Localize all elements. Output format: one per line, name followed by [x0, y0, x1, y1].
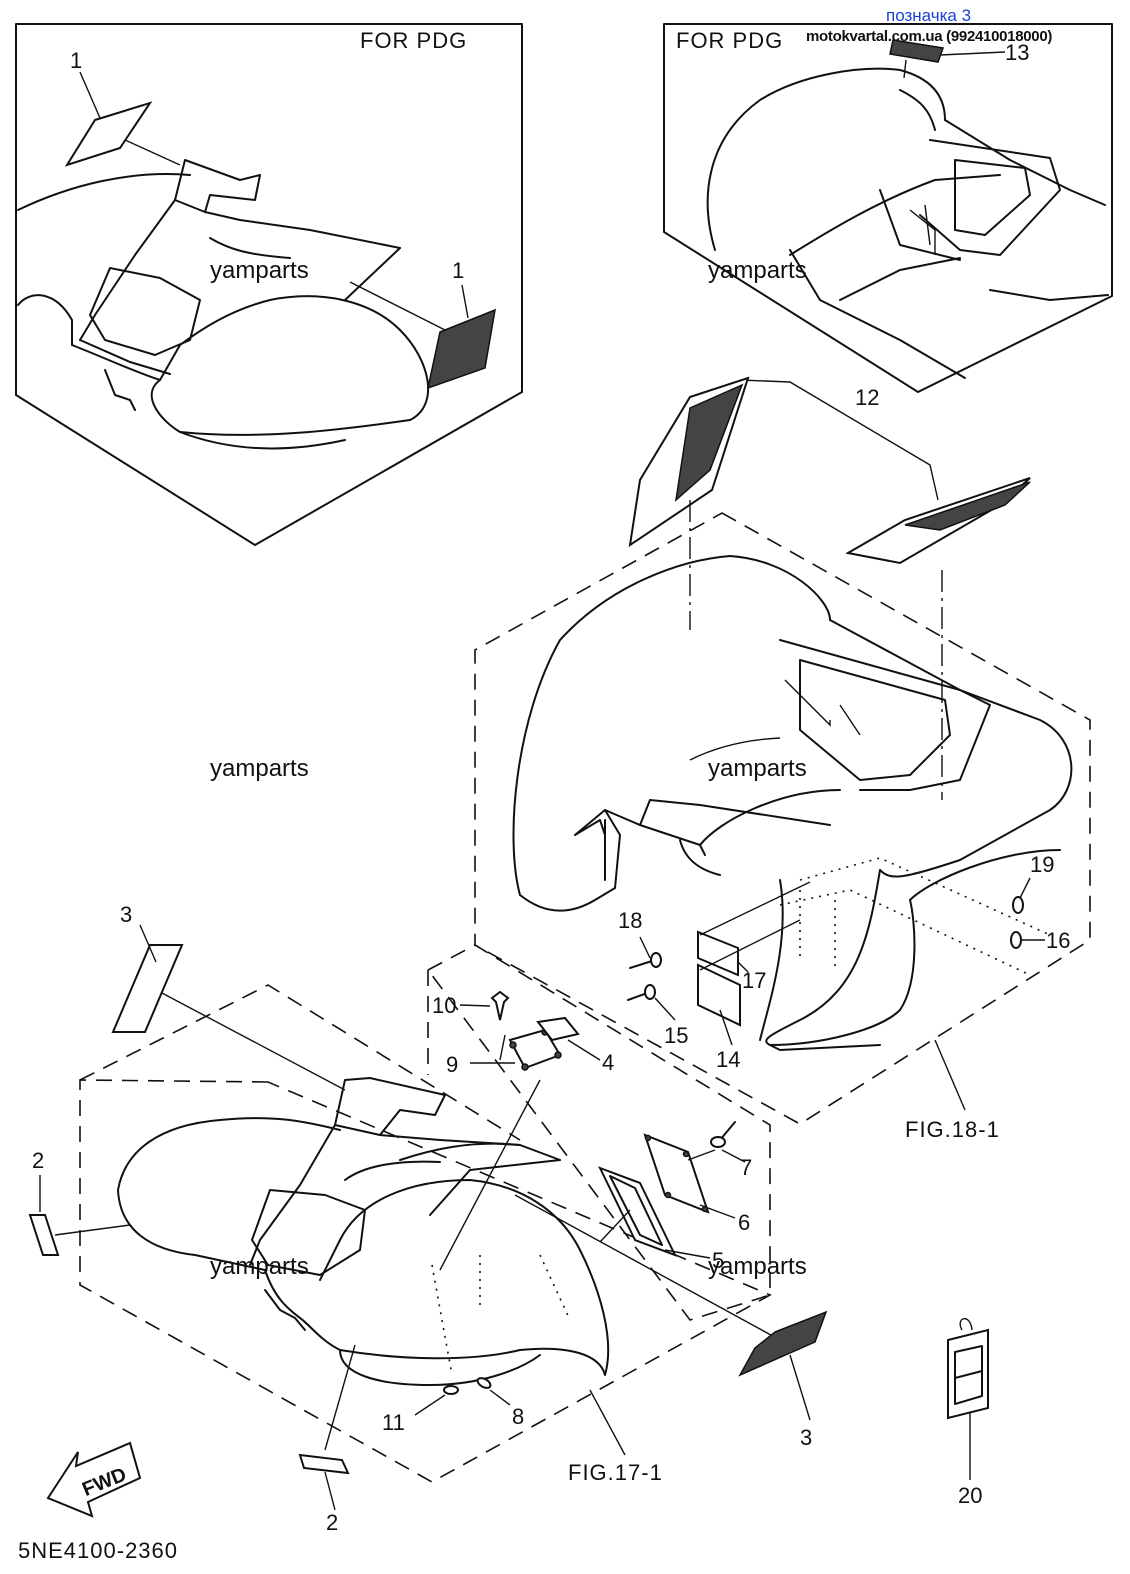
front-fender-assembly: 3 2 10 — [28, 902, 828, 1535]
fwd-arrow: FWD — [46, 1441, 142, 1518]
callout-15: 15 — [664, 1023, 688, 1048]
bolt-18 — [629, 952, 662, 969]
bolt-7 — [710, 1121, 736, 1148]
callout-20: 20 — [958, 1483, 982, 1508]
watermark: yamparts — [210, 755, 309, 782]
callout-7: 7 — [740, 1155, 752, 1180]
fig-ref-front: FIG.17-1 — [568, 1460, 663, 1485]
callout-2: 2 — [32, 1148, 44, 1173]
callout-16: 16 — [1046, 928, 1070, 953]
store-contact: motokvartal.com.ua (992410018000) — [806, 28, 1053, 45]
callout-3: 3 — [800, 1425, 812, 1450]
callout-3: 3 — [120, 902, 132, 927]
callout-10: 10 — [432, 993, 456, 1018]
watermark: yamparts — [708, 257, 807, 284]
inset-rear-fender: FOR PDG 13 yamparts — [663, 23, 1113, 393]
watermark: yamparts — [210, 257, 309, 284]
callout-4: 4 — [602, 1050, 614, 1075]
callout-1: 1 — [70, 48, 82, 73]
callout-1: 1 — [452, 258, 464, 283]
callout-2: 2 — [326, 1510, 338, 1535]
bolt-10 — [490, 990, 510, 1021]
callout-13: 13 — [1005, 40, 1029, 65]
warning-tag-20: 20 — [947, 1318, 989, 1508]
inset-front-fender: FOR PDG 1 1 yamparts — [15, 23, 523, 546]
callout-19: 19 — [1030, 852, 1054, 877]
callout-18: 18 — [618, 908, 642, 933]
inset-caption-front: FOR PDG — [360, 28, 467, 53]
watermark: yamparts — [708, 1253, 807, 1280]
store-label: позначка 3 — [886, 6, 972, 25]
callout-8: 8 — [512, 1404, 524, 1429]
callout-9: 9 — [446, 1052, 458, 1077]
fig-ref-rear: FIG.18-1 — [905, 1117, 1000, 1142]
callout-5: 5 — [712, 1248, 724, 1273]
inset-caption-rear: FOR PDG — [676, 28, 783, 53]
callout-17: 17 — [742, 968, 766, 993]
watermark: yamparts — [210, 1253, 309, 1280]
callout-6: 6 — [738, 1210, 750, 1235]
bolt-15 — [627, 984, 656, 1001]
diagram-code: 5NE4100-2360 — [18, 1538, 178, 1563]
watermark: yamparts — [708, 755, 807, 782]
rear-fender-assembly: 12 yamparts — [474, 376, 1091, 1142]
callout-12: 12 — [855, 385, 879, 410]
callout-14: 14 — [716, 1047, 740, 1072]
callout-11: 11 — [382, 1410, 405, 1435]
